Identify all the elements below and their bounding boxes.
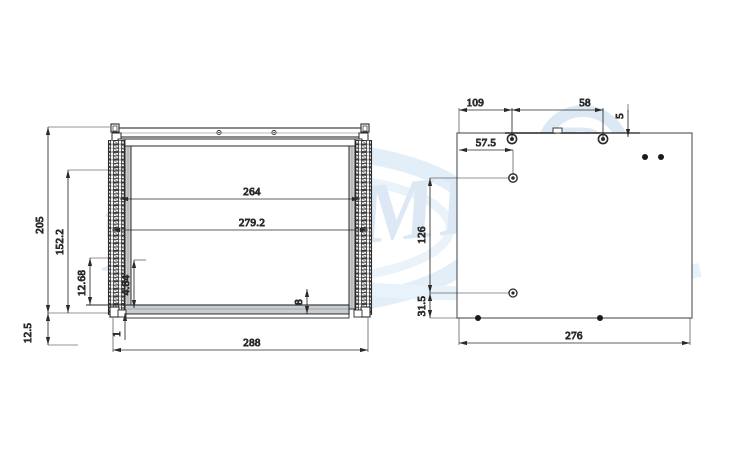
dim-mount-bottom-offset-label: 31.5 <box>416 296 428 317</box>
dim-bottom-offset-label: 12.5 <box>22 323 34 344</box>
dim-fin-thickness: 4.84 <box>120 259 146 308</box>
dim-overall-height-label: 205 <box>34 216 46 234</box>
dim-edge-offset-label: 5 <box>614 113 626 119</box>
side-body-outline <box>456 132 693 319</box>
dim-core-width-outer: 279.2 <box>112 217 368 233</box>
dim-mount-x-offset-label: 57.5 <box>476 137 497 149</box>
dim-overall-depth: 276 <box>458 318 691 346</box>
right-side-plate <box>348 145 356 310</box>
dim-fin-pitch: 12.68 <box>76 257 127 306</box>
dim-core-width-inner-label: 264 <box>243 186 261 198</box>
dim-mount-bottom-offset: 31.5 <box>416 293 457 319</box>
pin-top-1 <box>642 154 648 160</box>
dim-port-a-offset: 109 <box>458 97 513 137</box>
dim-bottom-plate-thickness: 1 <box>111 313 128 340</box>
dim-port-spacing-label: 58 <box>579 97 591 109</box>
dim-fin-thickness-label: 4.84 <box>120 275 132 296</box>
top-header-tank <box>116 127 364 147</box>
side-view: 109 58 5 57.5 126 <box>416 97 693 346</box>
dim-mount-vertical-span-label: 126 <box>416 226 428 244</box>
mount-hole-upper <box>508 173 518 183</box>
dim-bottom-offset: 12.5 <box>22 313 78 346</box>
right-end-cap-bottom <box>353 306 371 318</box>
dim-mount-x-offset: 57.5 <box>459 137 514 175</box>
dim-core-width-inner: 264 <box>120 186 360 202</box>
right-fin-stack <box>354 140 373 315</box>
dim-overall-height: 205 <box>34 126 110 314</box>
mount-hole-lower <box>508 288 518 298</box>
pin-bottom-left <box>475 315 481 321</box>
dim-overall-width-label: 288 <box>243 337 261 349</box>
dim-mount-vertical-span: 126 <box>416 177 509 294</box>
dim-overall-width: 288 <box>112 318 369 353</box>
dim-overall-depth-label: 276 <box>565 330 583 342</box>
front-core-outline <box>108 125 372 315</box>
bottom-header-tank <box>124 304 350 319</box>
pin-top-2 <box>658 154 664 160</box>
dim-bottom-plate-thickness-label: 1 <box>111 331 123 337</box>
dim-port-spacing: 58 <box>512 97 604 137</box>
dim-port-a-offset-label: 109 <box>467 97 485 109</box>
dim-core-height-label: 152.2 <box>54 229 66 255</box>
dim-edge-offset: 5 <box>614 104 636 137</box>
pin-bottom-center <box>597 315 603 321</box>
dim-core-height: 152.2 <box>54 169 126 313</box>
dim-tube-height-label: 8 <box>293 299 305 305</box>
front-view: 205 152.2 12.68 4.84 12.5 <box>22 123 373 353</box>
dim-tube-height: 8 <box>293 289 310 314</box>
dim-fin-pitch-label: 12.68 <box>76 270 88 296</box>
dim-core-width-outer-label: 279.2 <box>239 217 265 229</box>
